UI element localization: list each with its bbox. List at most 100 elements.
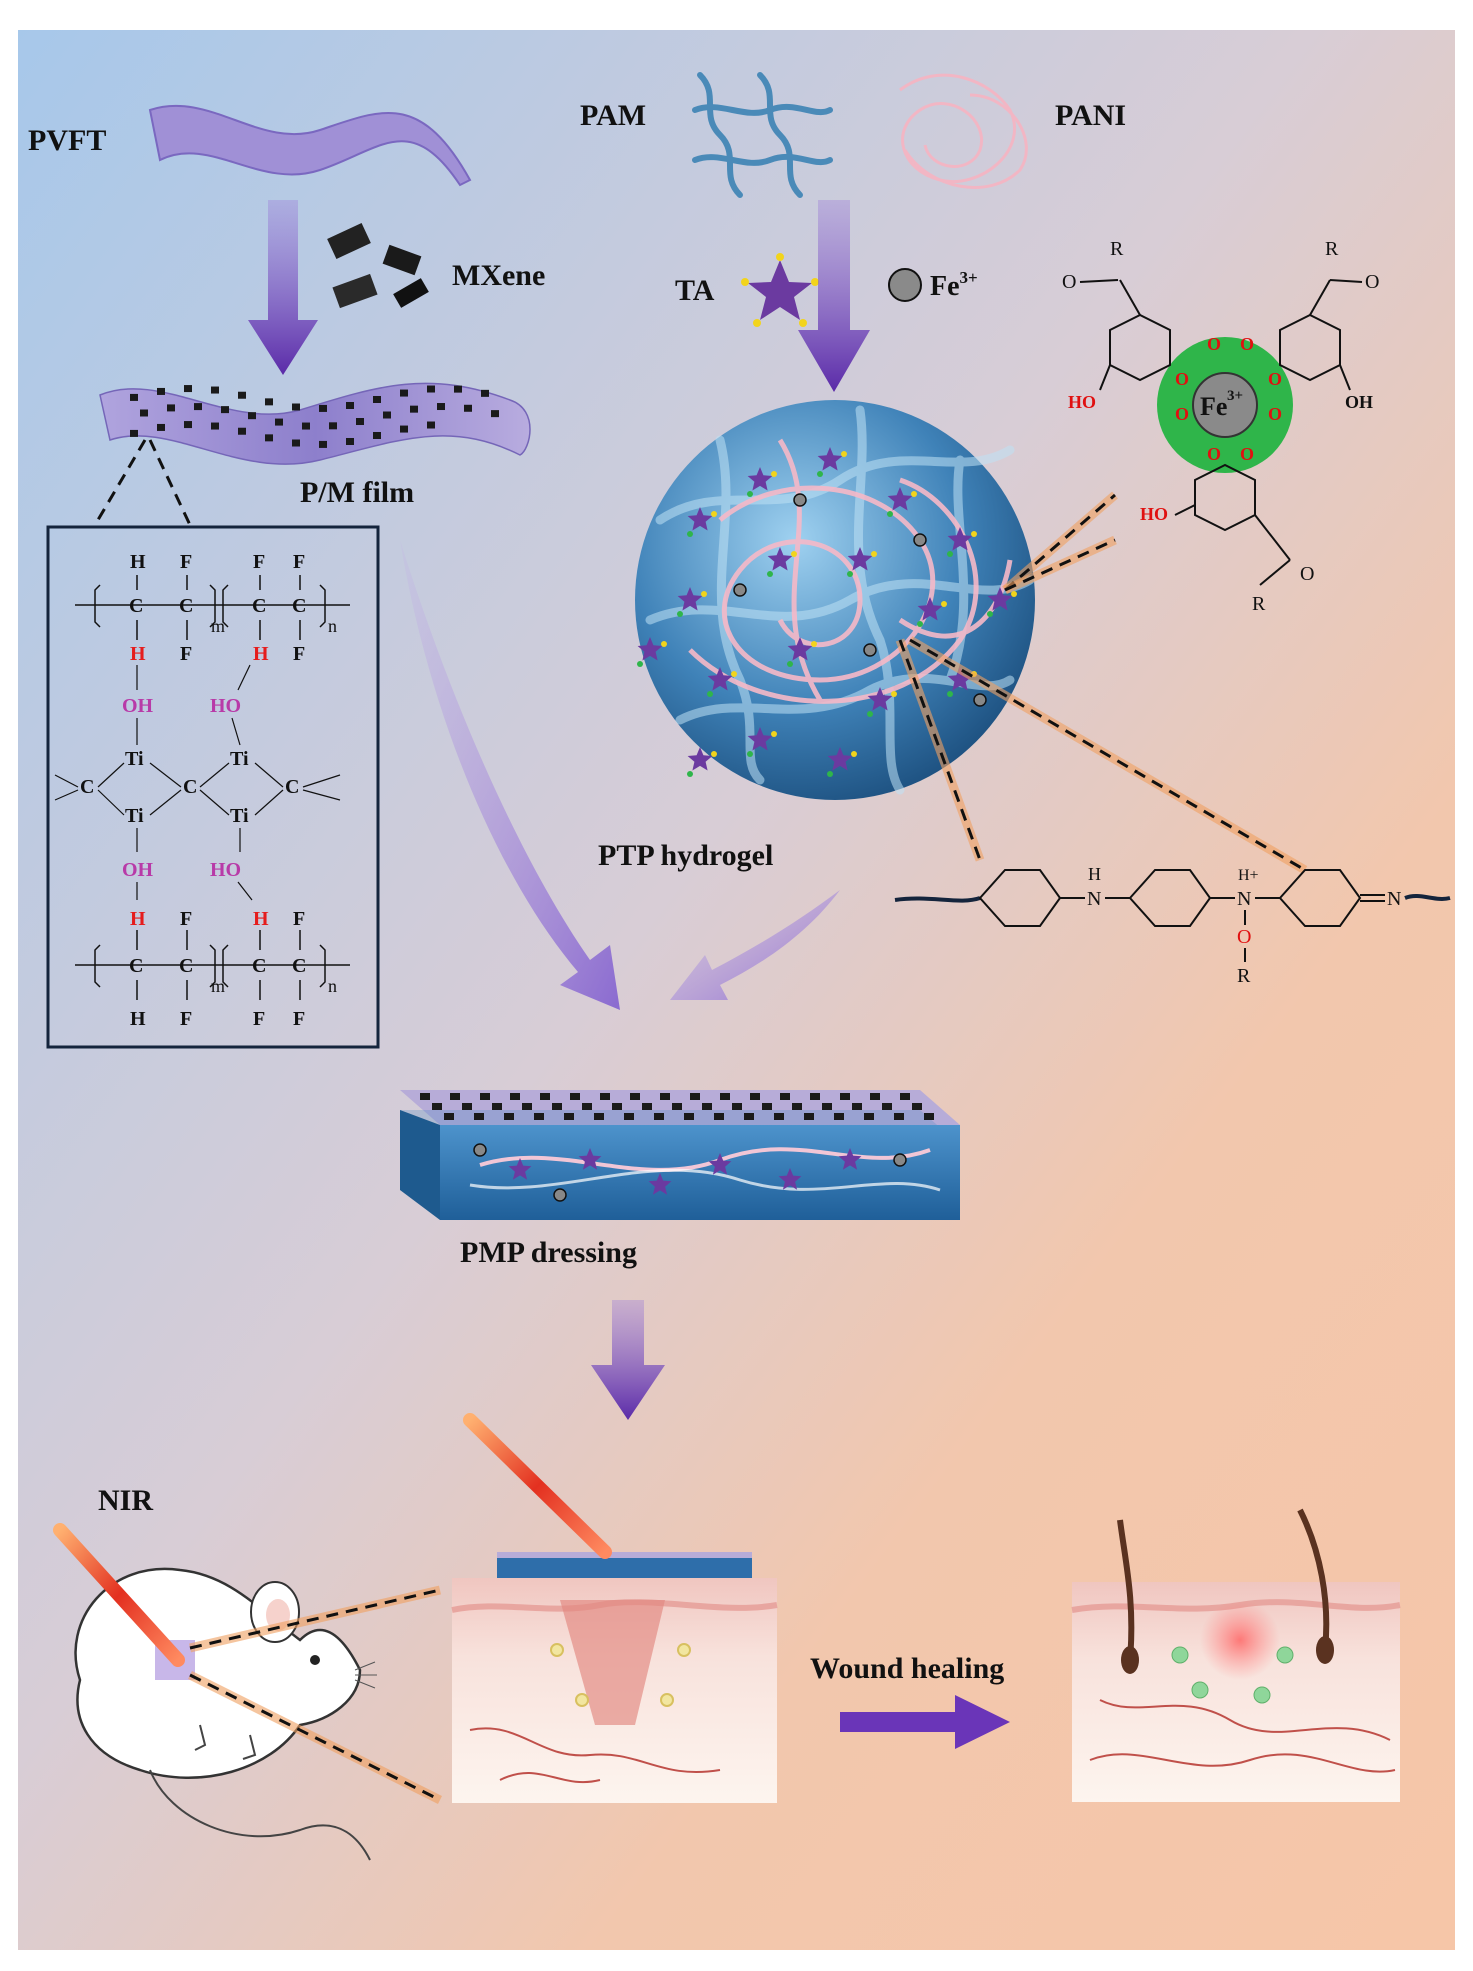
zoom-line-mouse-lower-dash [189, 1673, 441, 1802]
pani-coil [899, 73, 1028, 189]
svg-text:H: H [130, 551, 146, 573]
svg-text:HO: HO [210, 695, 241, 717]
mxene-flake [356, 418, 364, 426]
ptp-hydrogel-label: PTP hydrogel [598, 839, 773, 872]
ta-dot [711, 751, 717, 757]
svg-text:C: C [292, 955, 306, 977]
ta-star [827, 747, 853, 771]
mxene-flake [834, 1113, 844, 1120]
zoom-line-right [148, 439, 192, 526]
ta-star [637, 637, 663, 661]
ta-dot [841, 451, 847, 457]
mxene-flake [157, 423, 165, 431]
svg-text:F: F [253, 1008, 265, 1030]
svg-text:n: n [328, 616, 337, 636]
down-arrow-pvft [248, 200, 318, 375]
svg-text:m: m [211, 976, 225, 996]
fe-ion [553, 1188, 567, 1202]
svg-text:OH: OH [1345, 392, 1373, 412]
mxene-flake [373, 395, 381, 403]
mxene-flake [732, 1103, 742, 1110]
ta-dot [701, 591, 707, 597]
mxene-flake [346, 437, 354, 445]
mxene-flake [900, 1093, 910, 1100]
svg-text:O: O [1365, 271, 1379, 293]
svg-text:O: O [1207, 334, 1221, 354]
pvft-label: PVFT [28, 124, 106, 157]
mxene-flake [427, 421, 435, 429]
mxene-flake [630, 1093, 640, 1100]
mxene-flake [492, 1103, 502, 1110]
mxene-flake [184, 421, 192, 429]
fe-ion [793, 493, 807, 507]
ta-dot [791, 551, 797, 557]
ta-star [778, 1168, 802, 1190]
mxene-flake [540, 1093, 550, 1100]
right-arrow-healing [840, 1695, 1010, 1749]
mxene-flake [302, 422, 310, 430]
pam-label: PAM [580, 99, 646, 132]
ta-dot [1011, 591, 1017, 597]
fe-dot [917, 621, 923, 627]
mxene-flake [157, 387, 165, 395]
ta-star [747, 727, 773, 751]
svg-text:O: O [1268, 369, 1282, 389]
mxene-flake [450, 1093, 460, 1100]
mxene-flake [130, 429, 138, 437]
pani-label: PANI [1055, 99, 1126, 132]
mxene-flake [552, 1103, 562, 1110]
mxene-flake [720, 1093, 730, 1100]
ta-star [767, 547, 793, 571]
ta-dot [941, 601, 947, 607]
fe-label: Fe3+ [930, 268, 978, 302]
healed-tissue [1071, 1508, 1401, 1802]
ta-star [867, 687, 893, 711]
mxene-flake [167, 404, 175, 412]
mxene-flake [600, 1093, 610, 1100]
mxene-flake [221, 406, 229, 414]
svg-text:O: O [1240, 444, 1254, 464]
mxene-flake [248, 412, 256, 420]
svg-text:H: H [130, 908, 146, 930]
ta-star [947, 527, 973, 551]
fe-dot [637, 661, 643, 667]
mxene-flake [780, 1093, 790, 1100]
svg-text:F: F [180, 643, 192, 665]
nir-label: NIR [98, 1484, 153, 1517]
mxene-flake [822, 1103, 832, 1110]
fe-ion [473, 1143, 487, 1157]
fe-dot [707, 691, 713, 697]
ta-dot [811, 641, 817, 647]
svg-text:H: H [253, 643, 269, 665]
fe-dot [677, 611, 683, 617]
ta-dot [911, 491, 917, 497]
mxene-flake [292, 403, 300, 411]
mxene-flake [624, 1113, 634, 1120]
fe-dot [987, 611, 993, 617]
svg-text:Ti: Ti [125, 805, 144, 827]
svg-text:F: F [253, 551, 265, 573]
svg-text:Ti: Ti [230, 748, 249, 770]
ta-star [947, 667, 973, 691]
mxene-flake [924, 1113, 934, 1120]
svg-text:Ti: Ti [230, 805, 249, 827]
mxene-flake [504, 1113, 514, 1120]
svg-text:C: C [292, 595, 306, 617]
svg-text:Ti: Ti [125, 748, 144, 770]
mxene-flake [840, 1093, 850, 1100]
ta-star [838, 1148, 862, 1170]
fe-ion-icon [888, 268, 922, 302]
mxene-flake [792, 1103, 802, 1110]
ta-dot [871, 551, 877, 557]
mxene-label: MXene [452, 259, 545, 292]
svg-text:m: m [211, 616, 225, 636]
ta-star [648, 1173, 672, 1195]
svg-text:C: C [183, 776, 197, 798]
svg-text:N: N [1087, 888, 1101, 910]
pvft-film [148, 104, 472, 187]
fe-dot [817, 471, 823, 477]
svg-text:C: C [285, 776, 299, 798]
mxene-flake [319, 404, 327, 412]
mxene-flake [140, 409, 148, 417]
pvdf-mxene-structure: H F F F C C C C m n H F H F OH HO Ti Ti … [46, 525, 380, 1049]
